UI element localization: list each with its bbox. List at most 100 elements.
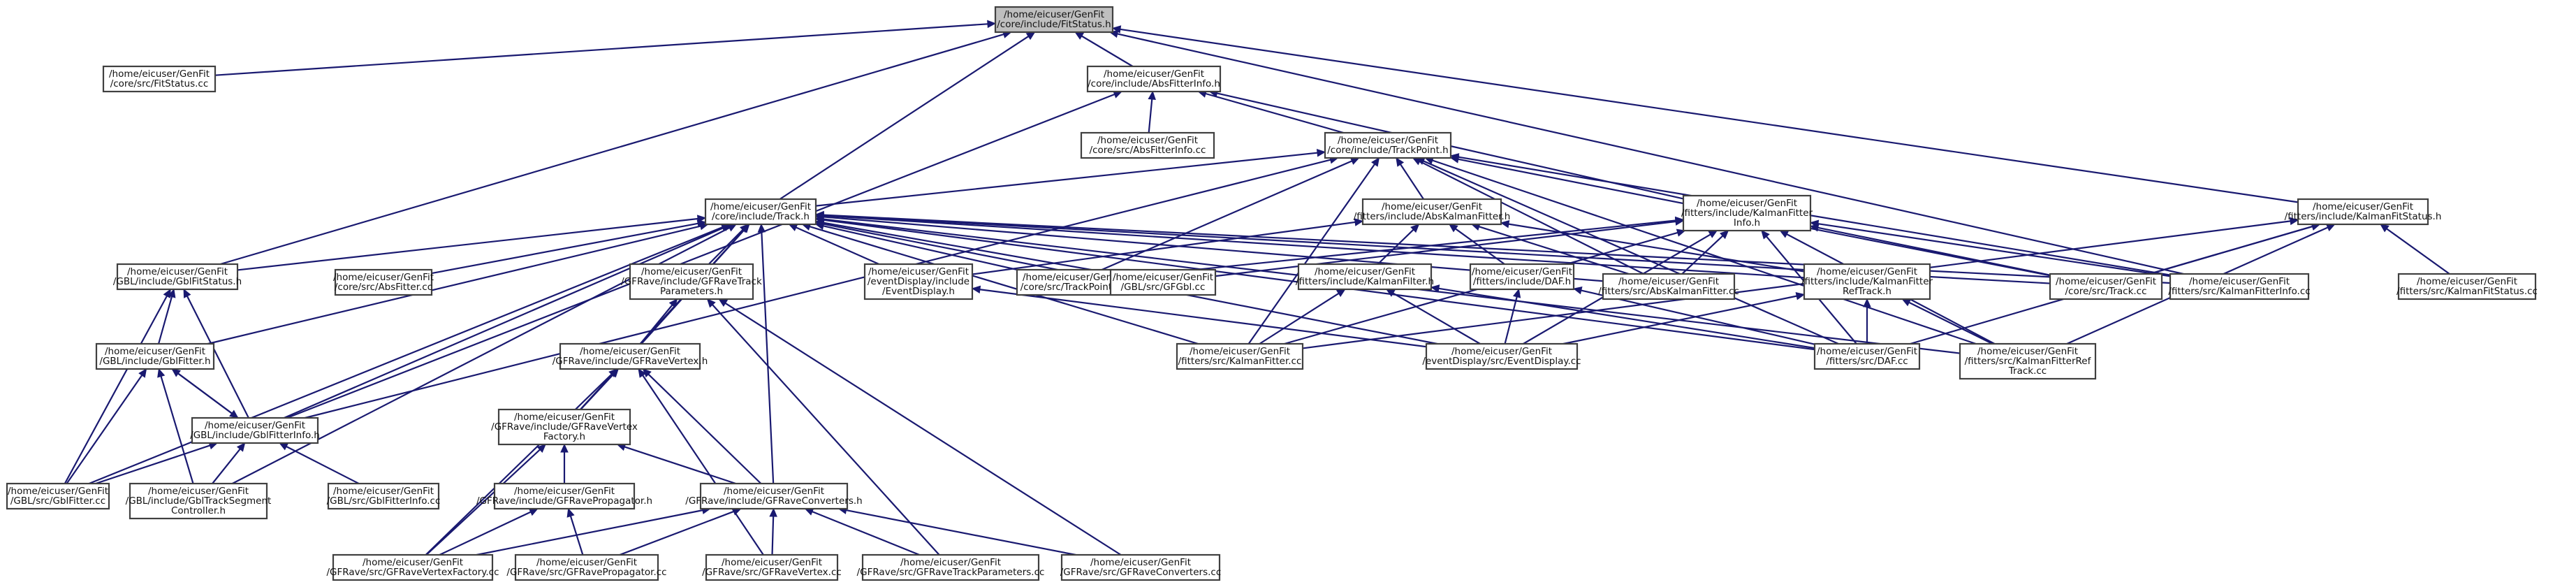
node-track-h[interactable]: /home/eicuser/GenFit/core/include/Track.…: [704, 198, 817, 226]
edge-line: [425, 449, 541, 556]
edge-arrowhead: [971, 285, 981, 294]
edge-line: [823, 214, 2171, 284]
node-daf-cc[interactable]: /home/eicuser/GenFit/fitters/src/DAF.cc: [1813, 342, 1921, 370]
node-label-line: /fitters/include/KalmanFitStatus.h: [2285, 211, 2442, 222]
edge-n15-n26: [1430, 284, 1815, 349]
node-gfravetrackparameters-cc[interactable]: /home/eicuser/GenFit/GFRave/src/GFRaveTr…: [857, 553, 1045, 581]
node-label-line: /home/eicuser/GenFit: [1382, 201, 1482, 212]
node-kalmanfitterreftrack-cc[interactable]: /home/eicuser/GenFit/fitters/src/KalmanF…: [1959, 342, 2097, 380]
node-gfravepropagator-cc[interactable]: /home/eicuser/GenFit/GFRave/src/GFRavePr…: [506, 553, 667, 581]
node-label-line: /GBL/include/GblFitter.h: [99, 356, 210, 367]
node-track-cc[interactable]: /home/eicuser/GenFit/core/src/Track.cc: [2049, 273, 2163, 300]
node-eventdisplay-h[interactable]: /home/eicuser/GenFit/eventDisplay/includ…: [863, 263, 974, 300]
node-kalmanfitstatus-cc[interactable]: /home/eicuser/GenFit/fitters/src/KalmanF…: [2396, 273, 2538, 300]
edge-line: [979, 289, 1427, 348]
node-box: [102, 65, 217, 93]
node-abskalmanfitter-cc[interactable]: /home/eicuser/GenFit/fitters/src/AbsKalm…: [1598, 273, 1739, 300]
node-gfravevertexfactory-h[interactable]: /home/eicuser/GenFit/GFRave/include/GFRa…: [491, 408, 638, 446]
node-label-line: /home/eicuser/GenFit: [363, 557, 463, 568]
node-kalmanfilter-h[interactable]: /home/eicuser/GenFit/fitters/include/Kal…: [1296, 263, 1434, 291]
node-box: [1425, 342, 1579, 370]
edge-n0-n8: [1111, 25, 2299, 203]
node-gfravetrackparameters-h[interactable]: /home/eicuser/GenFit/GFRave/include/GFRa…: [621, 263, 762, 300]
node-label-line: Parameters.h: [660, 286, 723, 297]
edge-arrowhead: [740, 224, 750, 233]
node-gblfitter-h[interactable]: /home/eicuser/GenFit/GBL/include/GblFitt…: [95, 342, 215, 370]
node-label-line: /home/eicuser/GenFit: [2313, 201, 2413, 212]
edge-n5-n34: [757, 223, 775, 484]
node-label-line: /fitters/include/KalmanFilter.h: [1296, 276, 1434, 287]
edge-line: [972, 221, 1356, 275]
node-kalmanfitterinfo-cc[interactable]: /home/eicuser/GenFit/fitters/src/KalmanF…: [2168, 273, 2311, 300]
node-label-line: /home/eicuser/GenFit: [127, 266, 228, 277]
node-fitstatus-cc[interactable]: /home/eicuser/GenFit/core/src/FitStatus.…: [102, 65, 217, 93]
node-gfravepropagator-h[interactable]: /home/eicuser/GenFit/GFRave/include/GFRa…: [476, 482, 652, 510]
node-gblfitterinfo-h[interactable]: /home/eicuser/GenFit/GBL/include/GblFitt…: [190, 416, 320, 444]
node-kalmanfitterinfo-h[interactable]: /home/eicuser/GenFit/fitters/include/Kal…: [1681, 194, 1813, 232]
edge-line: [212, 448, 241, 484]
node-gfgbl-cc[interactable]: /home/eicuser/GenFit/GBL/src/GFGbl.cc: [1109, 268, 1217, 296]
node-label-line: /core/include/TrackPoint.h: [1327, 145, 1449, 156]
edge-arrowhead: [1795, 292, 1806, 300]
edge-line: [624, 446, 736, 485]
edge-arrowhead: [1410, 224, 1420, 233]
node-trackpoint-h[interactable]: /home/eicuser/GenFit/core/include/TrackP…: [1324, 131, 1452, 159]
node-absfitter-cc[interactable]: /home/eicuser/GenFit/core/src/AbsFitter.…: [333, 268, 434, 296]
node-gblfitterinfo-cc[interactable]: /home/eicuser/GenFit/GBL/src/GblFitterIn…: [327, 482, 441, 510]
node-gblfitstatus-h[interactable]: /home/eicuser/GenFit/GBL/include/GblFitS…: [113, 263, 242, 291]
edge-arrowhead: [1335, 289, 1346, 298]
node-label-line: /fitters/src/KalmanFitter.cc: [1178, 356, 1302, 367]
edge-line: [1259, 292, 1340, 345]
edge-line: [1128, 219, 1676, 277]
edge-line: [1081, 35, 1134, 67]
node-absfitterinfo-cc[interactable]: /home/eicuser/GenFit/core/src/AbsFitterI…: [1080, 131, 1215, 159]
node-box: [1176, 342, 1304, 370]
edge-line: [823, 225, 1018, 271]
edge-line: [1377, 229, 1414, 265]
node-kalmanfitstatus-h[interactable]: /home/eicuser/GenFit/fitters/include/Kal…: [2285, 198, 2442, 226]
edge-n23-n34: [642, 368, 762, 484]
node-box: [1959, 342, 2097, 380]
edge-line: [171, 368, 233, 414]
edge-arrowhead: [1901, 298, 1912, 307]
node-label-line: Track.cc: [2008, 365, 2047, 377]
node-gfravevertex-cc[interactable]: /home/eicuser/GenFit/GFRave/src/GFRaveVe…: [702, 553, 842, 581]
node-kalmanfitterreftrack-h[interactable]: /home/eicuser/GenFit/fitters/include/Kal…: [1801, 263, 1933, 300]
edge-arrowhead: [769, 507, 777, 517]
node-label-line: /core/src/FitStatus.cc: [110, 78, 209, 89]
edge-n33-n35: [439, 508, 539, 556]
node-box: [129, 482, 268, 520]
edge-arrowhead: [718, 298, 729, 307]
edge-line: [1117, 33, 2184, 275]
node-gfraveconverters-cc[interactable]: /home/eicuser/GenFit/GFRave/src/GFRaveCo…: [1060, 553, 1222, 581]
node-label-line: /home/eicuser/GenFit: [900, 557, 1001, 568]
edge-arrowhead: [566, 507, 575, 518]
node-daf-h[interactable]: /home/eicuser/GenFit/fitters/include/DAF…: [1469, 263, 1575, 291]
node-label-line: /home/eicuser/GenFit: [1190, 346, 1290, 357]
edge-n6-n15: [1377, 224, 1420, 265]
edge-n29-n35: [425, 444, 546, 556]
node-gblfitter-cc[interactable]: /home/eicuser/GenFit/GBL/src/GblFitter.c…: [6, 482, 110, 510]
edge-line: [157, 296, 173, 345]
edge-arrowhead: [1809, 219, 1820, 228]
node-label-line: /fitters/include/DAF.h: [1473, 276, 1571, 287]
node-label-line: /core/include/Track.h: [712, 211, 810, 222]
node-gfravevertexfactory-cc[interactable]: /home/eicuser/GenFit/GFRave/src/GFRaveVe…: [326, 553, 499, 581]
edge-arrowhead: [138, 368, 147, 378]
node-gfravevertex-h[interactable]: /home/eicuser/GenFit/GFRave/include/GFRa…: [552, 342, 708, 370]
node-label-line: /eventDisplay/src/EventDisplay.cc: [1422, 356, 1581, 367]
node-abskalmanfitter-h[interactable]: /home/eicuser/GenFit/fitters/include/Abs…: [1354, 198, 1511, 226]
node-kalmanfitter-cc[interactable]: /home/eicuser/GenFit/fitters/src/KalmanF…: [1176, 342, 1304, 370]
edge-arrowhead: [757, 223, 766, 233]
node-gbltracksegmentcontroller-h[interactable]: /home/eicuser/GenFit/GBL/include/GblTrac…: [126, 482, 272, 520]
node-label-line: /eventDisplay/include: [868, 276, 969, 287]
node-label-line: /GFRave/include/GFRavePropagator.h: [476, 495, 652, 507]
node-absfitterinfo-h[interactable]: /home/eicuser/GenFit/core/include/AbsFit…: [1086, 65, 1222, 93]
node-label-line: /home/eicuser/GenFit: [1451, 346, 1552, 357]
node-eventdisplay-cc[interactable]: /home/eicuser/GenFit/eventDisplay/src/Ev…: [1422, 342, 1581, 370]
node-gfraveconverters-h[interactable]: /home/eicuser/GenFit/GFRave/include/GFRa…: [685, 482, 863, 510]
edge-arrowhead: [528, 508, 539, 516]
edge-line: [1247, 164, 1375, 345]
node-label-line: /fitters/include/KalmanFitter: [1681, 208, 1813, 219]
